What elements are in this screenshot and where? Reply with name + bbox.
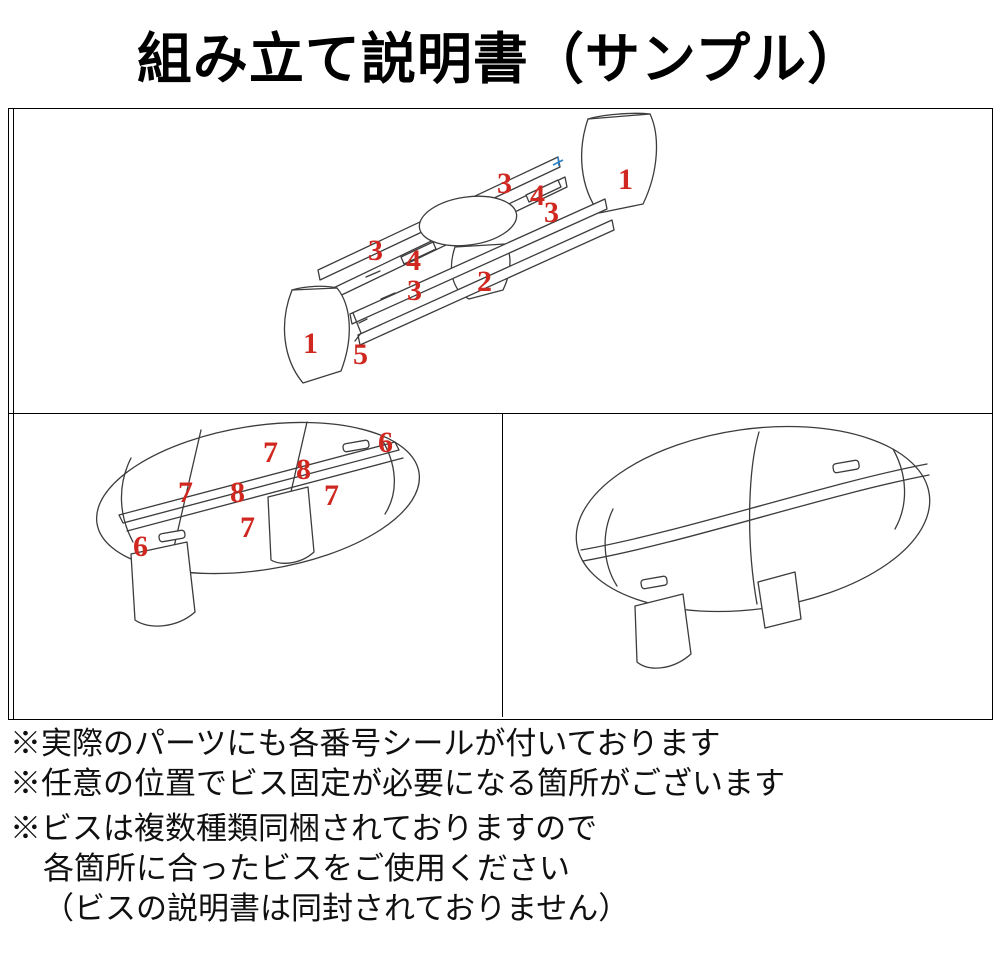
- end-panel-right: [581, 113, 658, 214]
- endcap-seam-left: [604, 508, 618, 587]
- tabletop-ellipse: [575, 425, 931, 613]
- part-number-label: 3: [544, 196, 559, 229]
- note-line-3: ※ビスは複数種類同梱されておりますので: [10, 811, 598, 846]
- bracket-part-5: [352, 312, 362, 342]
- part-number-label: 3: [497, 167, 512, 200]
- center-oval-disc: [418, 195, 518, 247]
- note-line-5: （ビスの説明書は同封されておりません）: [43, 891, 630, 926]
- grommet-right: [832, 459, 860, 474]
- part-number-label: 6: [133, 530, 148, 563]
- end-panel-left: [283, 287, 350, 384]
- part-number-label: 7: [178, 476, 193, 509]
- inner-border-line: [13, 109, 14, 719]
- blue-mark: [552, 156, 564, 167]
- part-number-label: 4: [530, 179, 545, 212]
- part-number-label: 8: [230, 476, 245, 509]
- note-line-1: ※実際のパーツにも各番号シールが付いております: [10, 726, 721, 761]
- part-number-label: 7: [324, 479, 339, 512]
- connector-strip-1: [525, 179, 562, 203]
- part-number-label: 2: [477, 265, 492, 298]
- part-number-label: 1: [303, 327, 318, 360]
- underside-table-drawing: [95, 421, 421, 627]
- handle-slot-right: [342, 439, 370, 453]
- part-number-label: 7: [263, 436, 278, 469]
- note-line-4: 各箇所に合ったビスをご使用ください: [43, 851, 570, 886]
- spine-rail: [118, 441, 400, 524]
- page-title: 組み立て説明書（サンプル）: [136, 29, 864, 90]
- endcap-seam-left: [120, 457, 134, 543]
- handle-slot-left: [158, 529, 186, 543]
- leg-center: [267, 486, 315, 564]
- part-number-label: 3: [368, 234, 383, 267]
- assembled-table-drawing: [575, 425, 931, 669]
- rail-front-2: [357, 219, 615, 346]
- part-number-label: 5: [353, 338, 368, 371]
- cross-seam: [748, 431, 760, 605]
- assembled-view-panel: [503, 414, 992, 717]
- endcap-seam-right: [892, 448, 906, 530]
- rail-front-1: [349, 198, 608, 325]
- part-number-label: 3: [407, 274, 422, 307]
- part-number-label: 1: [618, 163, 633, 196]
- part-number-label: 7: [240, 511, 255, 544]
- leg-rear: [757, 571, 802, 629]
- leg-front: [634, 593, 692, 669]
- connector-strip-2: [400, 241, 437, 265]
- note-line-2: ※任意の位置でビス固定が必要になる箇所がございます: [10, 766, 785, 801]
- part-number-label: 6: [378, 426, 393, 459]
- grommet-left: [640, 575, 668, 590]
- part-number-label: 8: [296, 453, 311, 486]
- leg-left: [130, 541, 196, 627]
- center-seam-2: [582, 474, 930, 562]
- endcap-seam-right: [380, 437, 395, 515]
- center-seam-1: [580, 463, 928, 551]
- part-number-label: 4: [406, 244, 421, 277]
- notes-section: ※実際のパーツにも各番号シールが付いております ※任意の位置でビス固定が必要にな…: [10, 724, 990, 929]
- exploded-parts-drawing: [283, 112, 658, 384]
